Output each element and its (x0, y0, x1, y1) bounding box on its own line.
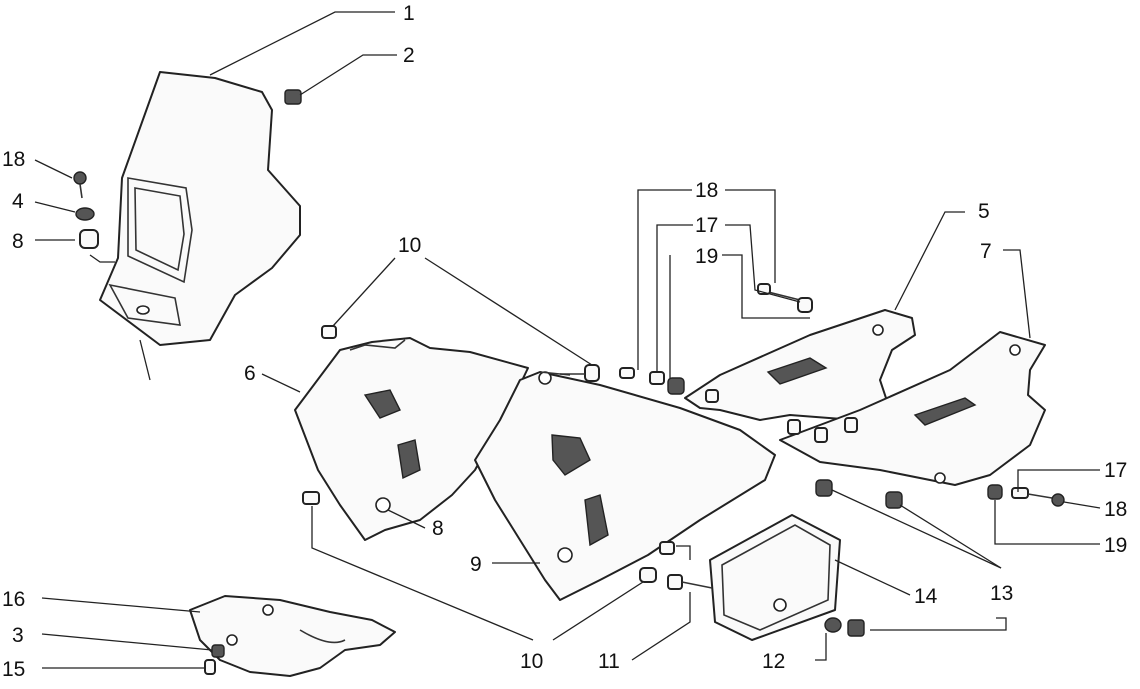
washer-and-nut (824, 617, 865, 637)
callout-19-top: 19 (695, 245, 718, 268)
screws-10 (302, 325, 657, 583)
callout-19-right: 19 (1104, 534, 1127, 557)
callout-17-right: 17 (1104, 459, 1127, 482)
headlight-fairing-part (99, 71, 301, 381)
callout-1: 1 (403, 2, 415, 25)
callout-11: 11 (598, 650, 620, 673)
callout-8-left: 8 (12, 230, 24, 253)
callout-12: 12 (762, 650, 785, 673)
callout-18-left: 18 (2, 148, 25, 171)
right-hardware (619, 283, 1065, 509)
callout-10-top: 10 (398, 234, 421, 257)
left-side-panel-part (294, 337, 529, 541)
callout-14: 14 (914, 585, 938, 608)
callout-labels: 1 2 18 4 8 10 6 18 17 19 5 7 8 9 10 11 1… (2, 2, 1127, 681)
callout-5: 5 (978, 200, 990, 223)
callout-16: 16 (2, 588, 25, 611)
screws-11 (659, 541, 713, 590)
callout-8-center: 8 (432, 517, 444, 540)
callout-10-bottom: 10 (520, 650, 543, 673)
callout-3: 3 (12, 624, 24, 647)
callout-13: 13 (990, 582, 1013, 605)
callout-15: 15 (2, 658, 25, 681)
callout-18-right: 18 (1104, 498, 1127, 521)
callout-7: 7 (980, 240, 992, 263)
lower-cover-part (189, 595, 396, 677)
lower-right-fairing-part (779, 331, 1046, 486)
leader-lines (34, 11, 1101, 669)
callout-4: 4 (12, 190, 24, 213)
storage-box-part (709, 514, 841, 641)
left-fasteners (73, 171, 115, 263)
callout-17-top: 17 (695, 214, 718, 237)
callout-2: 2 (403, 44, 415, 67)
callout-6: 6 (244, 362, 256, 385)
upper-right-fairing-part (684, 309, 916, 421)
right-side-panel-part (474, 371, 776, 601)
callout-18-top: 18 (695, 179, 718, 202)
callout-9: 9 (470, 553, 482, 576)
nut-part (284, 89, 302, 105)
